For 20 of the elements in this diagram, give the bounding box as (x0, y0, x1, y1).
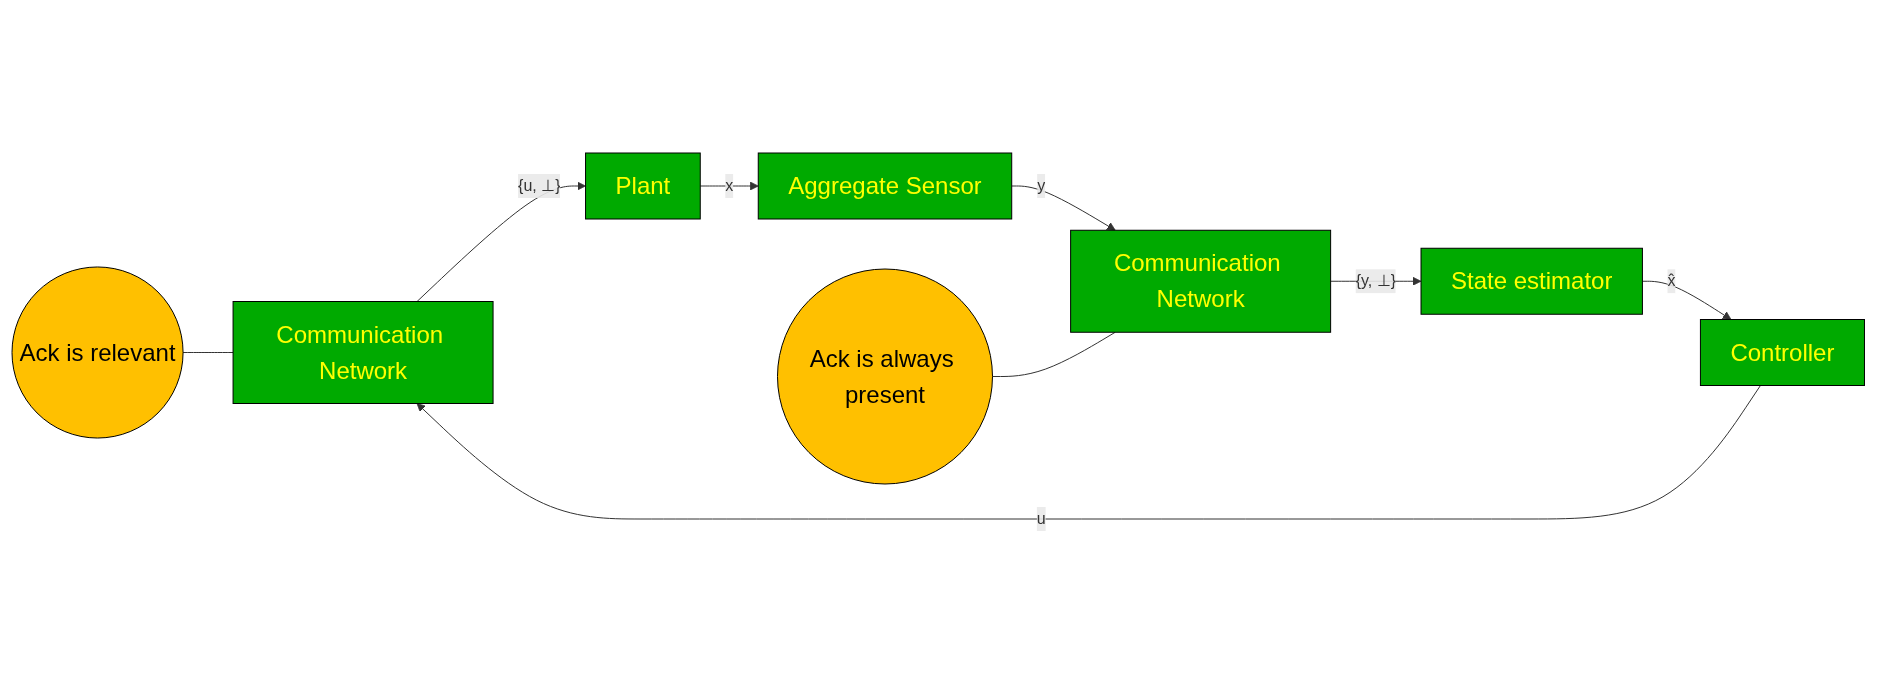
node-circle: Ack is relevant (11, 265, 184, 439)
edge-label: {y, ⊥} (1355, 271, 1397, 289)
arrow (1642, 280, 1732, 320)
node-box: Plant (585, 152, 701, 219)
arrow (416, 384, 1762, 519)
connector (992, 331, 1116, 377)
connector (182, 351, 234, 353)
node-box: Communication Network (1070, 229, 1332, 333)
node-box: State estimator (1420, 247, 1644, 315)
edge-label: u (1036, 509, 1046, 527)
node-circle: Ack is always present (777, 268, 994, 484)
edge-label: {u, ⊥} (518, 176, 561, 194)
edge-label: x̂ (1667, 271, 1676, 289)
edge-label: y (1037, 176, 1046, 194)
node-box: Aggregate Sensor (758, 152, 1013, 219)
node-box: Controller (1700, 318, 1866, 386)
arrow (416, 181, 587, 302)
node-box: Communication Network (232, 300, 494, 404)
edge-label: x (725, 176, 734, 194)
arrow (1011, 185, 1116, 231)
